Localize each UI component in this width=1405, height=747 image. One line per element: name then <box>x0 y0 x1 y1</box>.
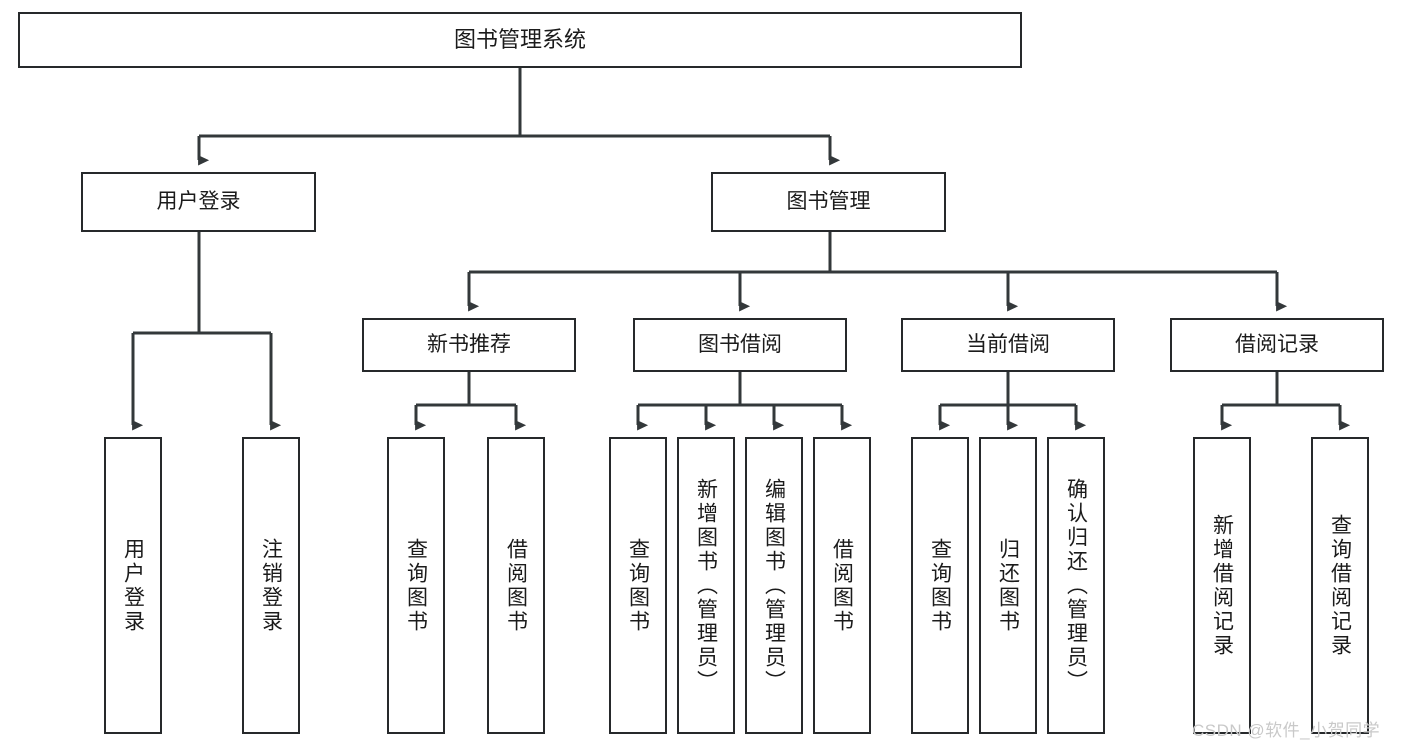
node-leaf-query-record[interactable]: 查询借阅记录 <box>1311 437 1369 734</box>
node-leaf-query-book-3[interactable]: 查询图书 <box>911 437 969 734</box>
node-leaf-user-login[interactable]: 用户登录 <box>104 437 162 734</box>
node-leaf-edit-book[interactable]: 编辑图书（管理员） <box>745 437 803 734</box>
node-leaf-borrow-book-2-label: 借阅图书 <box>830 537 854 634</box>
node-current-borrow[interactable]: 当前借阅 <box>901 318 1115 372</box>
node-leaf-user-login-label: 用户登录 <box>121 537 145 634</box>
node-new-book-recommend[interactable]: 新书推荐 <box>362 318 576 372</box>
node-borrow-record-label: 借阅记录 <box>1235 332 1319 356</box>
node-leaf-return-book-label: 归还图书 <box>996 537 1020 634</box>
node-leaf-logout-login-label: 注销登录 <box>259 537 283 634</box>
node-leaf-confirm-return-label: 确认归还（管理员） <box>1064 477 1088 694</box>
node-user-login[interactable]: 用户登录 <box>81 172 316 232</box>
node-leaf-borrow-book-2[interactable]: 借阅图书 <box>813 437 871 734</box>
node-book-manage[interactable]: 图书管理 <box>711 172 946 232</box>
node-user-login-label: 用户登录 <box>156 189 241 213</box>
watermark: CSDN @软件_小贺同学 <box>1192 721 1381 740</box>
node-borrow-record[interactable]: 借阅记录 <box>1170 318 1384 372</box>
node-new-book-recommend-label: 新书推荐 <box>427 332 511 356</box>
node-book-borrow-label: 图书借阅 <box>698 332 782 356</box>
node-leaf-borrow-book-1[interactable]: 借阅图书 <box>487 437 545 734</box>
node-leaf-add-record-label: 新增借阅记录 <box>1210 513 1234 658</box>
node-book-manage-label: 图书管理 <box>786 189 871 213</box>
node-leaf-edit-book-label: 编辑图书（管理员） <box>762 477 786 694</box>
node-root[interactable]: 图书管理系统 <box>18 12 1022 68</box>
node-leaf-query-book-1-label: 查询图书 <box>404 537 428 634</box>
node-leaf-query-book-2-label: 查询图书 <box>626 537 650 634</box>
node-leaf-borrow-book-1-label: 借阅图书 <box>504 537 528 634</box>
node-leaf-query-record-label: 查询借阅记录 <box>1328 513 1352 658</box>
node-root-label: 图书管理系统 <box>453 27 586 53</box>
node-current-borrow-label: 当前借阅 <box>966 332 1050 356</box>
node-leaf-query-book-2[interactable]: 查询图书 <box>609 437 667 734</box>
node-leaf-query-book-1[interactable]: 查询图书 <box>387 437 445 734</box>
node-leaf-add-book-label: 新增图书（管理员） <box>694 477 718 694</box>
node-leaf-logout-login[interactable]: 注销登录 <box>242 437 300 734</box>
node-book-borrow[interactable]: 图书借阅 <box>633 318 847 372</box>
node-leaf-add-book[interactable]: 新增图书（管理员） <box>677 437 735 734</box>
node-leaf-query-book-3-label: 查询图书 <box>928 537 952 634</box>
node-leaf-add-record[interactable]: 新增借阅记录 <box>1193 437 1251 734</box>
node-leaf-confirm-return[interactable]: 确认归还（管理员） <box>1047 437 1105 734</box>
node-leaf-return-book[interactable]: 归还图书 <box>979 437 1037 734</box>
